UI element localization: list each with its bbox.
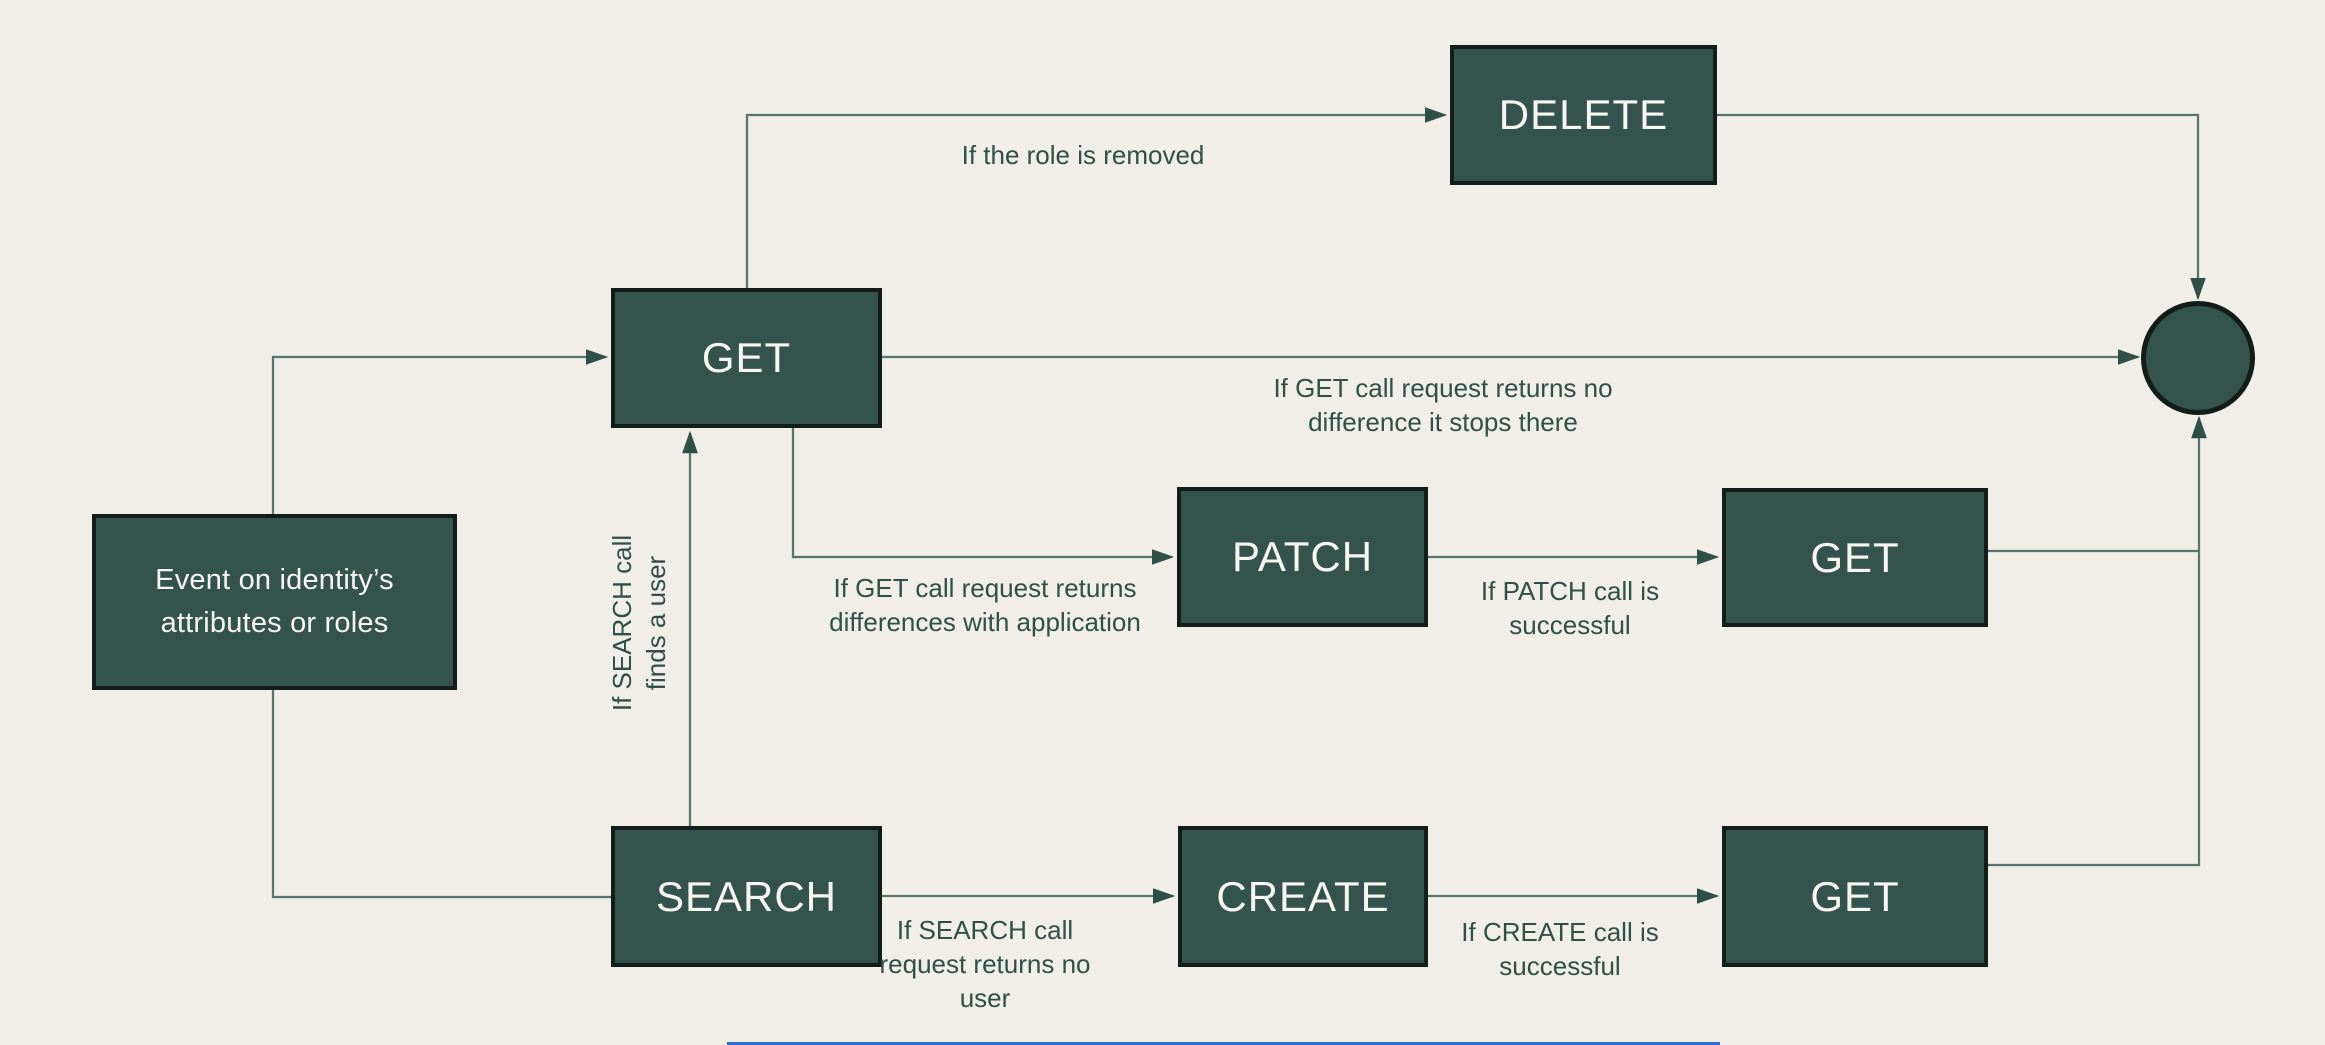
edge-event-to-search xyxy=(271,690,611,899)
node-get-after-create: GET xyxy=(1722,826,1988,967)
node-search: SEARCH xyxy=(611,826,882,967)
edge-label-create-success: If CREATE call is successful xyxy=(1461,917,1659,981)
edge-delete-to-end xyxy=(1717,113,2206,301)
node-end-state xyxy=(2141,301,2255,415)
edge-get-to-patch xyxy=(791,428,1175,565)
bottom-edge-accent xyxy=(727,1042,1720,1045)
edge-label-patch-success: If PATCH call is successful xyxy=(1480,576,1660,640)
edge-label-search-no-user: If SEARCH call request returns no user xyxy=(879,915,1091,1013)
edge-getbottom-to-end xyxy=(1988,415,2207,867)
node-get-after-patch: GET xyxy=(1722,488,1988,627)
node-create: CREATE xyxy=(1178,826,1428,967)
node-patch: PATCH xyxy=(1177,487,1428,627)
edge-label-search-finds-user: If SEARCH call finds a user xyxy=(607,534,671,712)
edge-label-get-differences: If GET call request returns differences … xyxy=(829,573,1141,637)
edge-event-to-get xyxy=(271,349,609,514)
edge-get-to-delete xyxy=(745,107,1448,288)
edge-label-role-removed: If the role is removed xyxy=(961,140,1205,170)
node-delete: DELETE xyxy=(1450,45,1717,185)
edge-label-get-no-difference: If GET call request returns no differenc… xyxy=(1273,373,1613,437)
node-get-top: GET xyxy=(611,288,882,428)
node-event-source: Event on identity’s attributes or roles xyxy=(92,514,457,690)
